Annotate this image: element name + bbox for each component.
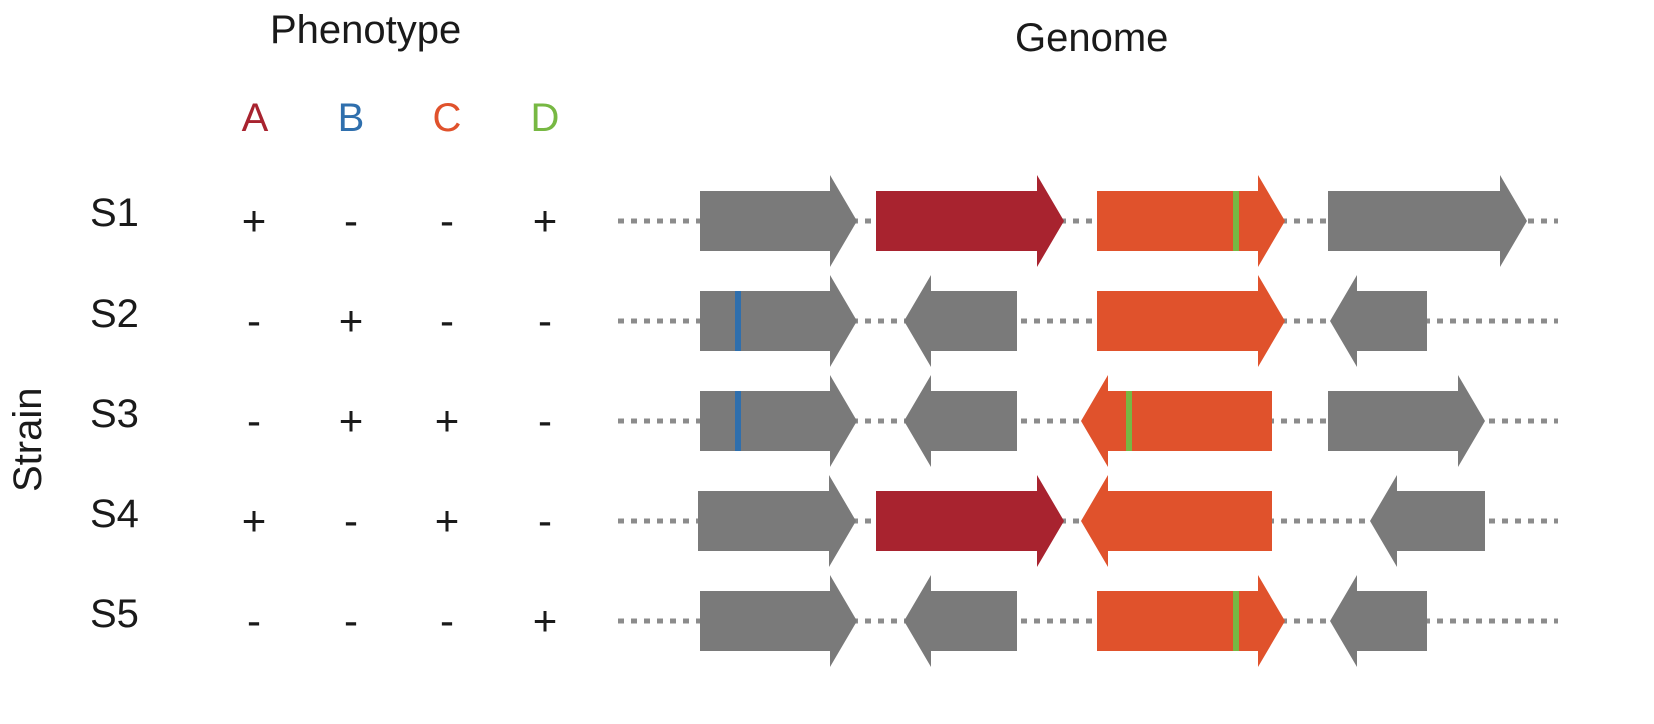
s1-gene-1-gray <box>700 175 857 267</box>
phenotype-s3-b: + <box>338 397 364 444</box>
s2-gene-3-orange <box>1097 275 1285 367</box>
strain-label-s4: S4 <box>90 492 139 536</box>
s5-gene-1-gray <box>700 575 857 667</box>
phenotype-s5-b: - <box>344 597 358 644</box>
phenotype-col-d: D <box>530 96 560 140</box>
phenotype-col-b: B <box>337 96 365 140</box>
s3-gene-1-gray <box>700 375 857 467</box>
phenotype-s3-d: - <box>538 397 552 444</box>
phenotype-s5-c: - <box>440 597 454 644</box>
s1-gene-3-orange <box>1097 175 1285 267</box>
phenotype-s2-a: - <box>247 297 261 344</box>
phenotype-s2-b: + <box>338 297 364 344</box>
phenotype-s1-d: + <box>532 197 558 244</box>
s1-green-mutation-mark <box>1233 191 1239 251</box>
s4-gene-4-gray <box>1370 475 1485 567</box>
s1-gene-4-gray <box>1328 175 1527 267</box>
s5-gene-4-gray <box>1330 575 1427 667</box>
s5-gene-3-orange <box>1097 575 1285 667</box>
phenotype-s4-d: - <box>538 497 552 544</box>
phenotype-header: Phenotype <box>270 8 462 52</box>
phenotype-s3-c: + <box>434 397 460 444</box>
genome-header: Genome <box>1015 16 1169 60</box>
strain-label-s2: S2 <box>90 292 139 336</box>
s2-gene-1-gray <box>700 275 857 367</box>
s2-gene-4-gray <box>1330 275 1427 367</box>
phenotype-s3-a: - <box>247 397 261 444</box>
phenotype-col-c: C <box>432 96 462 140</box>
s4-gene-3-orange <box>1081 475 1272 567</box>
s5-gene-2-gray <box>904 575 1017 667</box>
phenotype-s5-a: - <box>247 597 261 644</box>
s1-gene-2-red <box>876 175 1064 267</box>
phenotype-s2-c: - <box>440 297 454 344</box>
s2-blue-mutation-mark <box>735 291 741 351</box>
phenotype-s4-b: - <box>344 497 358 544</box>
phenotype-s2-d: - <box>538 297 552 344</box>
phenotype-s1-a: + <box>241 197 267 244</box>
strain-label-s1: S1 <box>90 191 139 235</box>
phenotype-s1-c: - <box>440 197 454 244</box>
s2-gene-2-gray <box>904 275 1017 367</box>
phenotype-s4-a: + <box>241 497 267 544</box>
s4-gene-1-gray <box>698 475 856 567</box>
s3-gene-4-gray <box>1328 375 1485 467</box>
s3-gene-3-orange <box>1081 375 1272 467</box>
strain-label-s3: S3 <box>90 392 139 436</box>
phenotype-s1-b: - <box>344 197 358 244</box>
s3-blue-mutation-mark <box>735 391 741 451</box>
s4-gene-2-red <box>876 475 1064 567</box>
phenotype-s4-c: + <box>434 497 460 544</box>
phenotype-s5-d: + <box>532 597 558 644</box>
s3-green-mutation-mark <box>1126 391 1132 451</box>
phenotype-col-a: A <box>241 96 269 140</box>
s3-gene-2-gray <box>904 375 1017 467</box>
strain-label-s5: S5 <box>90 592 139 636</box>
s5-green-mutation-mark <box>1233 591 1239 651</box>
